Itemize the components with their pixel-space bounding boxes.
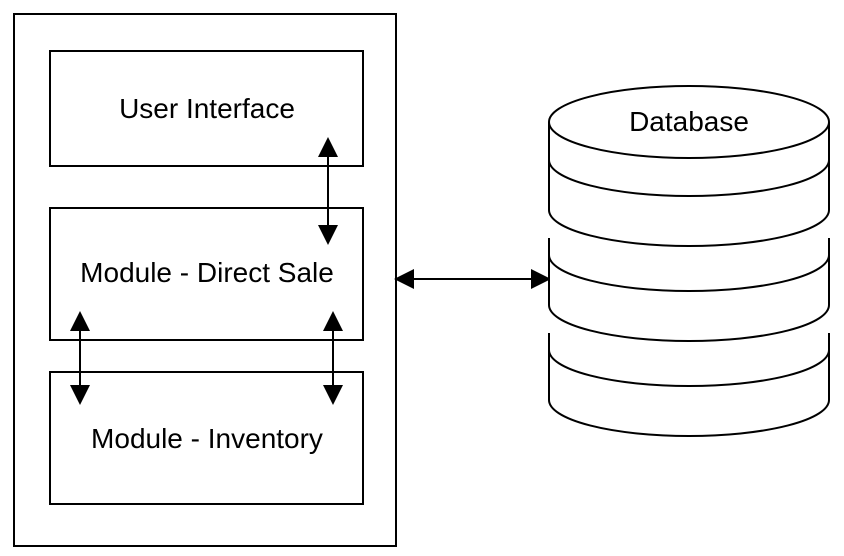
database-label: Database: [629, 106, 749, 137]
direct-sale-module-label: Module - Direct Sale: [80, 257, 334, 288]
inventory-module-label: Module - Inventory: [91, 423, 323, 454]
database-cylinder: [548, 85, 830, 437]
direct-sale-module-box: Module - Direct Sale: [49, 207, 364, 341]
user-interface-box: User Interface: [49, 50, 364, 167]
user-interface-label: User Interface: [119, 93, 295, 124]
inventory-module-box: Module - Inventory: [49, 371, 364, 505]
